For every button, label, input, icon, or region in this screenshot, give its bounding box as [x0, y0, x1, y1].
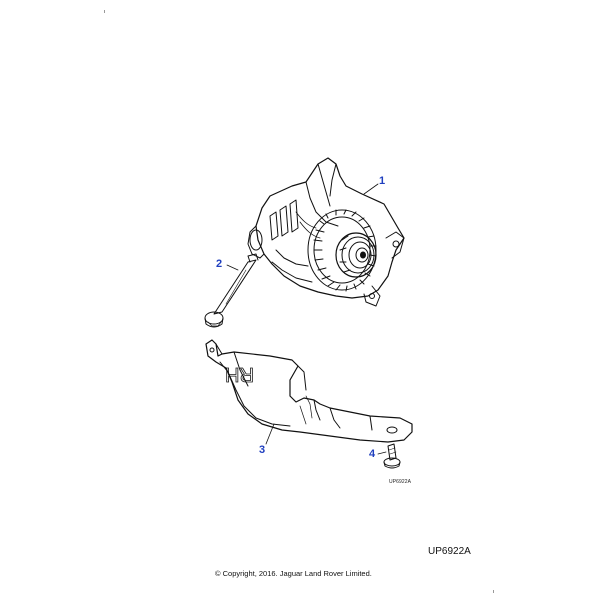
leader-line-2 — [226, 264, 239, 271]
leader-line-4 — [377, 451, 387, 455]
copyright-notice: © Copyright, 2016. Jaguar Land Rover Lim… — [215, 569, 372, 578]
leader-line-3 — [265, 423, 275, 445]
crop-mark-top — [104, 10, 105, 13]
heat-shield-drawing — [205, 339, 413, 443]
leader-line-1 — [363, 183, 379, 195]
leader-lines — [226, 183, 387, 455]
bolt-drawing — [204, 253, 259, 328]
illustration-reference-code: UP6922A — [428, 546, 471, 557]
alternator-drawing — [247, 157, 405, 307]
shield-marking: RH — [225, 363, 254, 385]
inner-reference-code: UP6922A — [389, 479, 412, 485]
callout-1: 1 — [379, 175, 386, 187]
callout-2: 2 — [216, 258, 223, 270]
callout-3: 3 — [259, 444, 266, 456]
callout-4: 4 — [369, 448, 376, 460]
screw-drawing — [383, 443, 401, 469]
crop-mark-bottom — [493, 590, 494, 593]
